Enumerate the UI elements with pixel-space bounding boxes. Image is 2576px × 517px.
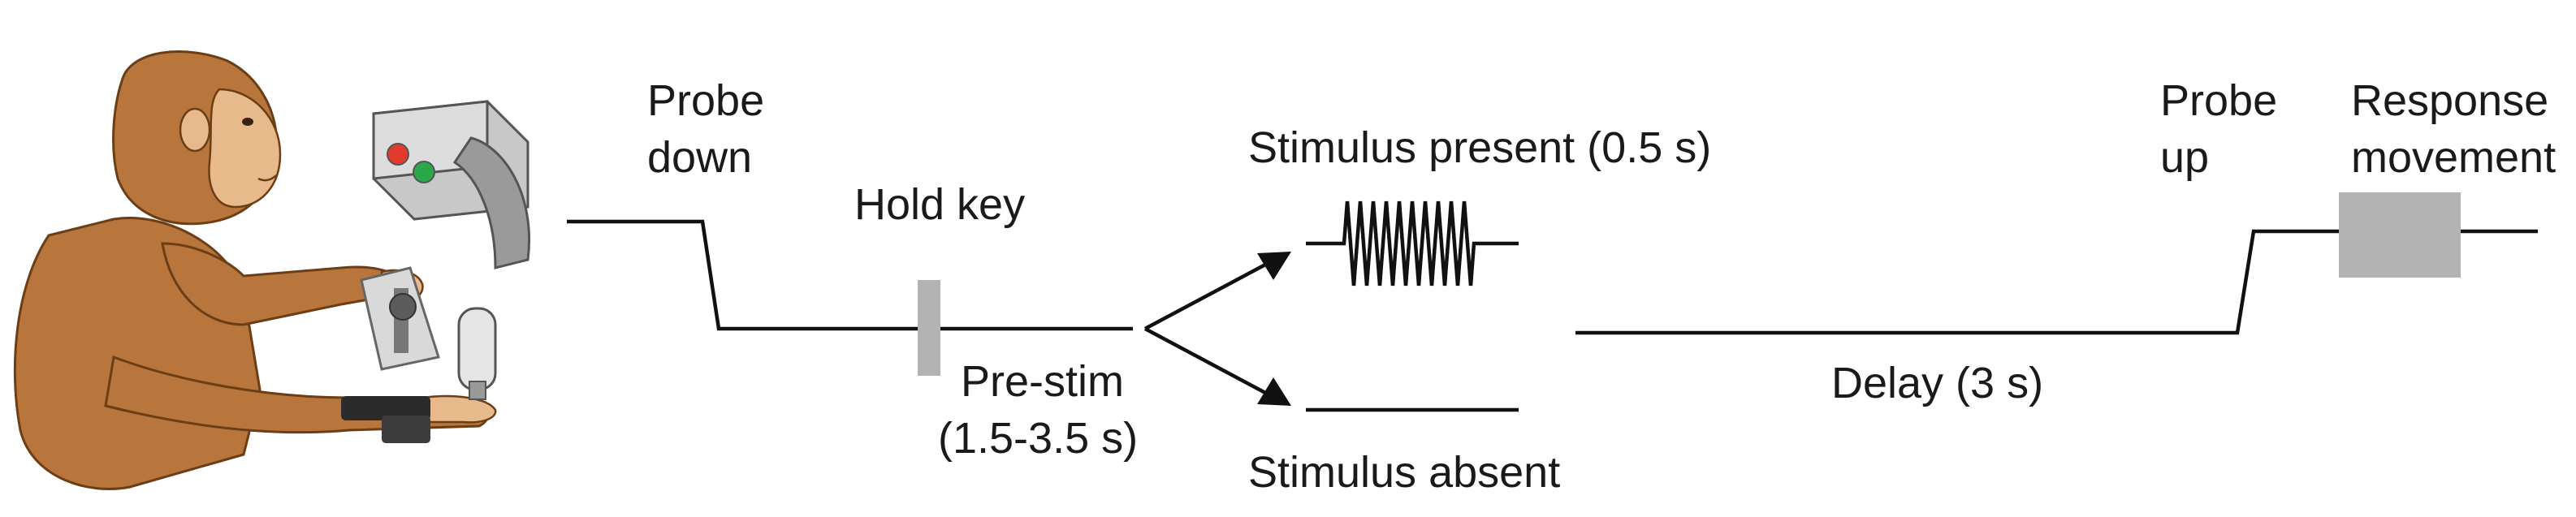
stimulus-absent-label: Stimulus absent (1248, 448, 1560, 497)
delay-label: Delay (3 s) (1831, 359, 2043, 407)
probe-down-label: Probe (647, 76, 764, 125)
absent-branch-arrow (1143, 327, 1269, 395)
hold-key-marker (918, 280, 940, 376)
probe-up-label: Probe (2160, 76, 2277, 125)
timeline-labels: Probe down Hold key Pre-stim (1.5-3.5 s)… (647, 76, 2556, 497)
response-movement-label-line2: movement (2351, 133, 2556, 182)
pre-stim-label: Pre-stim (961, 357, 1124, 406)
red-light-icon (387, 143, 409, 166)
probe-up-label-line2: up (2160, 133, 2209, 182)
wrist-restraint (341, 396, 430, 443)
present-branch-arrow (1143, 262, 1269, 330)
hold-key-label: Hold key (854, 180, 1025, 229)
response-movement-label: Response (2351, 76, 2548, 125)
probe-down-label-line2: down (647, 133, 752, 182)
pre-stim-duration-label: (1.5-3.5 s) (938, 414, 1138, 463)
green-light-icon (413, 161, 435, 183)
light-panel (372, 100, 530, 269)
monkey-mouth (257, 174, 277, 182)
response-movement-marker (2339, 192, 2461, 278)
present-arrowhead (1257, 252, 1291, 280)
probe-down-trace (567, 219, 1133, 331)
monkey-eye (242, 118, 253, 126)
absent-arrowhead (1257, 377, 1291, 406)
monkey-lower-hand (421, 394, 497, 424)
hold-key (360, 266, 440, 371)
stimulus-present-waveform (1306, 200, 1519, 287)
timing-trace (567, 192, 2538, 412)
vibration-probe (457, 307, 497, 400)
stimulus-present-label: Stimulus present (0.5 s) (1248, 123, 1711, 172)
monkey-illustration (13, 50, 497, 490)
monkey-face (208, 88, 282, 209)
monkey-ear (179, 107, 211, 153)
monkey-body (13, 217, 261, 490)
